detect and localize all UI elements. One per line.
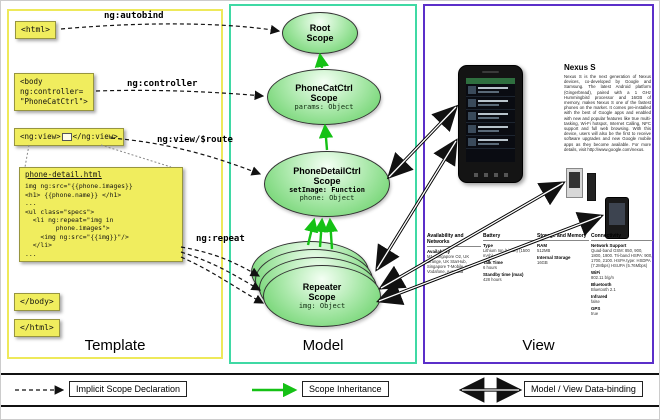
phone-screen-row [466, 97, 515, 110]
product-description: Nexus S is the next generation of Nexus … [564, 74, 651, 152]
legend-scope-inheritance: Scope Inheritance [302, 381, 389, 397]
spec-value: 428 hours [483, 277, 502, 282]
ngview-open-code: <ng:view> [20, 132, 61, 141]
repeater-scope-prop: img: Object [298, 301, 346, 310]
detail-code-line: <ul class="specs"> [25, 207, 95, 216]
spec-col-storage: Storage and Memory RAM 512MB Internal St… [537, 233, 589, 318]
detail-code-line: <li ng:repeat="img in [25, 216, 114, 225]
html-close-codebox: </html> [14, 319, 60, 337]
ng-controller-annotation: ng:controller [127, 79, 198, 89]
spec-col-connectivity: Connectivity Network Support Quad-band G… [591, 233, 653, 318]
spec-header: Storage and Memory [537, 233, 589, 241]
spec-label: GPS [591, 306, 601, 311]
detail-code-line: img ng:src="{{phone.images}} [25, 182, 133, 191]
repeater-scope-type: Scope [308, 291, 336, 302]
spec-value: Lithium Ion (Li-Ion) (1500 mAh) [483, 248, 530, 258]
phonecatctrl-scope-ellipse: PhoneCatCtrl Scope params: Object [267, 69, 381, 125]
spec-header: Connectivity [591, 233, 653, 241]
phonedetailctrl-scope-type: Scope [313, 175, 341, 186]
ng-autobind-annotation: ng:autobind [104, 11, 164, 21]
repeater-scope-name: Repeater [302, 281, 342, 292]
html-open-code: <html> [21, 25, 50, 34]
spec-col-battery: Battery Type Lithium Ion (Li-Ion) (1500 … [483, 233, 535, 318]
phonedetailctrl-scope-name: PhoneDetailCtrl [293, 165, 361, 176]
phonedetailctrl-scope-setimage: setImage: Function [289, 185, 365, 194]
body-close-code: </body> [20, 297, 54, 306]
phonecatctrl-scope-name: PhoneCatCtrl [295, 82, 353, 93]
spec-value: Quad-band GSM: 850, 900, 1800, 1900. Tri… [591, 248, 653, 268]
phone-thumbnail [566, 168, 583, 198]
spec-value: Bluetooth 2.1 [591, 287, 616, 292]
detail-code-line: <img ng:src="{{img}}"/> [25, 232, 129, 241]
detail-code-line: </li> [25, 241, 52, 250]
root-scope-ellipse: Root Scope [282, 12, 358, 54]
legend-top-rule [1, 373, 659, 375]
ng-repeat-annotation: ng:repeat [196, 234, 245, 244]
view-placeholder-icon [61, 133, 72, 141]
phone-thumbnail-dark [605, 197, 629, 239]
legend-implicit-scope: Implicit Scope Declaration [69, 381, 188, 397]
spec-value: true [591, 311, 599, 316]
ngview-close-code: </ng:view> [72, 132, 118, 141]
template-panel-label: Template [84, 337, 146, 354]
spec-value: 512MB [537, 248, 551, 253]
body-close-codebox: </body> [14, 293, 60, 311]
phone-screen-row [466, 84, 515, 97]
phone-detail-codebox: phone-detail.html img ng:src="{{phone.im… [19, 167, 183, 263]
html-close-code: </html> [20, 323, 54, 332]
html-open-codebox: <html> [15, 21, 56, 39]
root-scope-name: Root [309, 23, 331, 33]
spec-value: false [591, 299, 600, 304]
phone-screen [466, 78, 515, 162]
spec-header: Battery [483, 233, 535, 241]
phone-screen-row [466, 110, 515, 123]
phone-nav-buttons [459, 173, 522, 177]
phonedetailctrl-scope-phone: phone: Object [299, 194, 355, 202]
phone-speaker [482, 71, 499, 73]
spec-value: 802.11 b/g/n [591, 275, 614, 280]
body-open-line1: <body [20, 77, 43, 86]
spec-value: 16GB [537, 260, 548, 265]
spec-header: Availability and Networks [427, 233, 481, 247]
ng-view-route-annotation: ng:view/$route [157, 135, 233, 145]
spec-col-availability: Availability and Networks Availability M… [427, 233, 481, 318]
model-panel-label: Model [302, 337, 344, 354]
body-open-line3: "PhoneCatCtrl"> [20, 97, 88, 106]
body-open-line2: ng:controller= [20, 87, 84, 96]
phone-screen-row [466, 123, 515, 136]
product-title: Nexus S [564, 63, 596, 72]
detail-code-line: <h1> {{phone.name}} </h1> [25, 190, 122, 199]
phone-status-bar [466, 78, 515, 84]
detail-code-line: ... [25, 199, 37, 208]
spec-table: Availability and Networks Availability M… [427, 233, 653, 318]
phonecatctrl-scope-prop: params: Object [294, 102, 354, 111]
phone-screen-row [466, 136, 515, 149]
phone-thumbnail-side [587, 173, 596, 201]
nexus-phone-image [458, 65, 523, 183]
phone-detail-filename: phone-detail.html [25, 170, 102, 179]
view-panel-label: View [522, 337, 555, 354]
ngview-codebox: <ng:view> </ng:view> [14, 128, 124, 146]
body-open-codebox: <body ng:controller= "PhoneCatCtrl"> [14, 73, 94, 111]
detail-code-line: phone.images"> [25, 224, 110, 233]
detail-code-line: ... [25, 249, 37, 258]
legend-bottom-rule [1, 405, 659, 407]
phonecatctrl-scope-type: Scope [310, 92, 338, 103]
repeater-scope-ellipse: Repeater Scope img: Object [263, 265, 381, 327]
spec-value: M1, Singapore O2, UK Orange, UK StarHub,… [427, 254, 472, 274]
phonedetailctrl-scope-ellipse: PhoneDetailCtrl Scope setImage: Function… [264, 151, 390, 217]
legend-data-binding: Model / View Data-binding [524, 381, 643, 397]
root-scope-type: Scope [306, 33, 334, 43]
spec-label: Network Support [591, 243, 627, 248]
spec-value: 6 hours [483, 265, 497, 270]
